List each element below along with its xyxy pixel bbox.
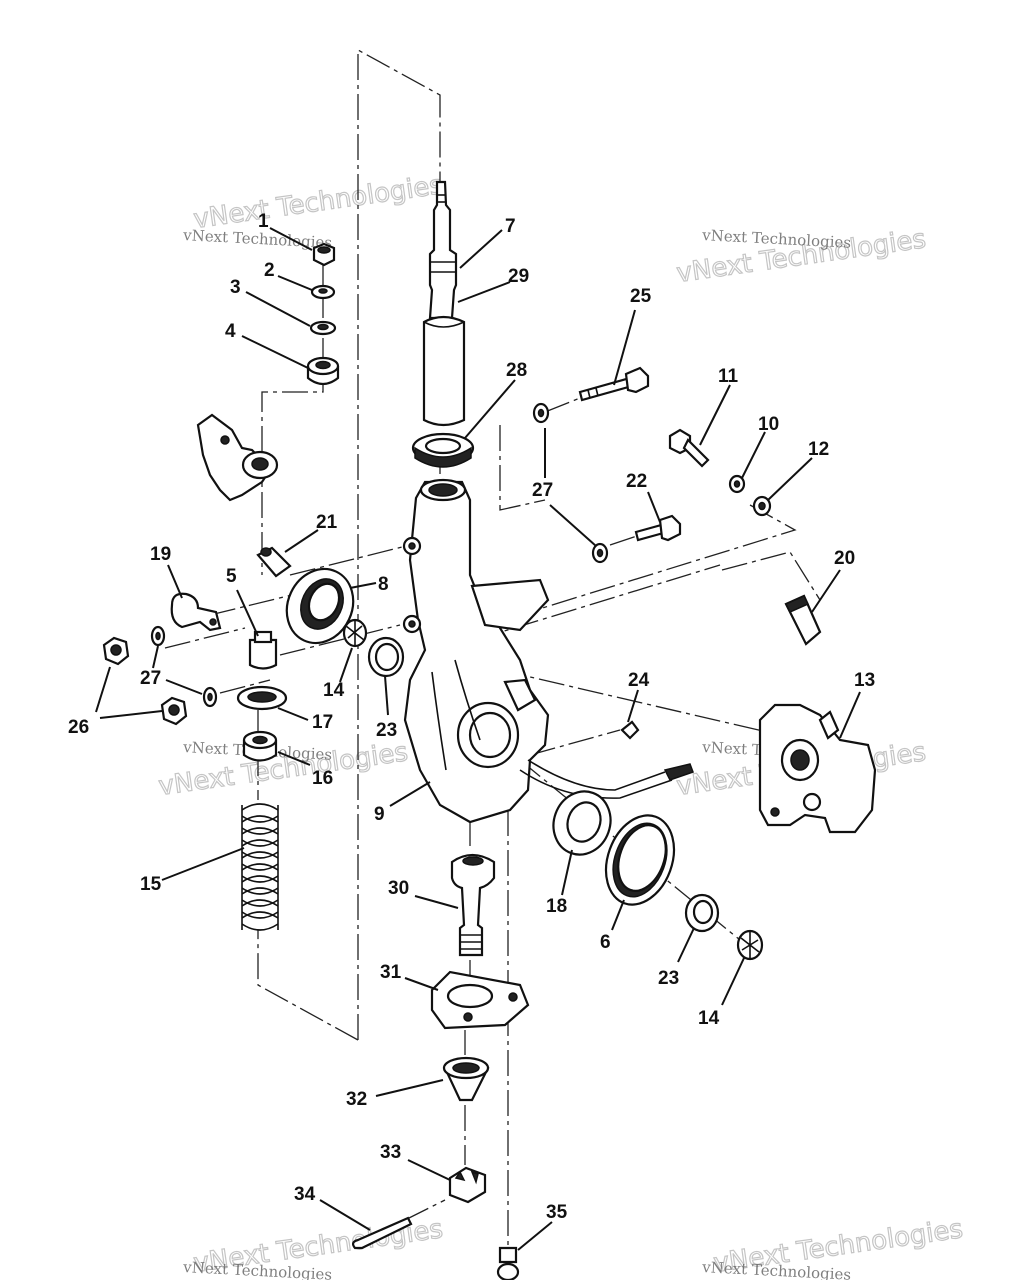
coil-spring <box>241 803 279 931</box>
grease-fitting <box>496 1246 520 1280</box>
castle-nut <box>448 1166 487 1204</box>
part-number-labels: 1 2 3 4 5 6 7 8 9 10 11 12 13 14 14 14 1… <box>68 211 875 1223</box>
spindle-stem <box>428 180 458 320</box>
watermark-bottom-right: vNext Technologies vNext Technologies <box>701 1214 966 1280</box>
steering-knuckle <box>402 478 550 824</box>
label-13: 13 <box>854 670 875 691</box>
brake-pad <box>784 594 822 646</box>
label-23-outer: 23 <box>658 968 679 989</box>
caliper-bolt <box>668 428 710 468</box>
bleeder-screw <box>620 720 640 740</box>
label-14-inner: 14 <box>323 680 345 701</box>
washer-27-right-lower <box>591 542 609 564</box>
bearing-cup <box>604 814 676 906</box>
label-24: 24 <box>628 670 650 691</box>
label-16: 16 <box>312 768 333 789</box>
label-4: 4 <box>225 321 236 342</box>
watermark-top-right: vNext Technologies vNext Technologies <box>674 224 928 290</box>
watermark-mid-left: vNext Technologies vNext Technologies <box>156 737 410 803</box>
label-21: 21 <box>316 512 338 533</box>
grease-plug <box>256 546 292 578</box>
inner-bearing <box>342 618 368 648</box>
hex-fitting <box>248 630 278 670</box>
label-31: 31 <box>380 962 402 983</box>
label-9: 9 <box>374 804 385 825</box>
cotter-pin <box>351 1216 413 1250</box>
label-1: 1 <box>258 211 269 232</box>
grease-seal <box>285 567 355 645</box>
washer-2 <box>310 284 336 300</box>
brake-caliper <box>758 703 877 834</box>
upper-nut <box>312 242 336 267</box>
label-23-inner: 23 <box>376 720 397 741</box>
svg-text:vNext Technologies: vNext Technologies <box>182 1258 333 1280</box>
label-22: 22 <box>626 471 647 492</box>
washer-12 <box>752 495 772 517</box>
washer-27-upper <box>150 625 166 647</box>
label-32: 32 <box>346 1089 367 1110</box>
washer-27-right-upper <box>532 402 550 424</box>
label-5: 5 <box>226 566 237 587</box>
washer-3 <box>309 320 337 336</box>
outer-race <box>684 893 720 933</box>
label-10: 10 <box>758 414 779 435</box>
long-bolt <box>578 366 650 402</box>
dust-boot <box>422 315 466 427</box>
svg-text:vNext Technologies: vNext Technologies <box>192 170 445 235</box>
label-35: 35 <box>546 1202 568 1223</box>
lock-nut-lower <box>160 696 188 726</box>
rubber-bushing <box>306 356 340 386</box>
label-3: 3 <box>230 277 241 298</box>
label-25: 25 <box>630 286 652 307</box>
label-11: 11 <box>718 366 739 387</box>
label-34: 34 <box>294 1184 316 1205</box>
svg-text:vNext Technologies: vNext Technologies <box>701 1258 852 1280</box>
upper-mount-bracket <box>196 413 279 502</box>
brake-hose <box>519 759 694 799</box>
label-19: 19 <box>150 544 171 565</box>
label-2: 2 <box>264 260 275 281</box>
bolt-22 <box>634 514 682 542</box>
label-17: 17 <box>312 712 333 733</box>
rebound-bumper <box>242 730 278 762</box>
spring-seat <box>236 685 288 711</box>
leader-lines <box>95 227 861 1251</box>
label-29: 29 <box>508 266 529 287</box>
label-8: 8 <box>378 574 389 595</box>
ball-joint <box>450 853 496 957</box>
outer-seal-ring <box>552 790 612 856</box>
label-30: 30 <box>388 878 409 899</box>
label-33: 33 <box>380 1142 401 1163</box>
label-14-outer: 14 <box>698 1008 720 1029</box>
label-7: 7 <box>505 216 516 237</box>
washer-27-lower <box>202 686 218 708</box>
label-27-left: 27 <box>140 668 161 689</box>
flange-plate <box>430 970 530 1030</box>
inner-race <box>367 636 405 678</box>
label-15: 15 <box>140 874 162 895</box>
label-12: 12 <box>808 439 829 460</box>
clamp-bracket <box>170 592 222 632</box>
label-6: 6 <box>600 932 611 953</box>
outer-bearing <box>736 929 764 961</box>
lock-nut-upper <box>102 636 130 666</box>
label-18: 18 <box>546 896 567 917</box>
label-27-right: 27 <box>532 480 553 501</box>
watermark-top-left: vNext Technologies vNext Technologies <box>182 170 446 252</box>
label-20: 20 <box>834 548 855 569</box>
label-26: 26 <box>68 717 89 738</box>
washer-10 <box>728 474 746 494</box>
shaft-seal <box>411 432 475 468</box>
cone-seal <box>442 1056 490 1102</box>
label-28: 28 <box>506 360 527 381</box>
